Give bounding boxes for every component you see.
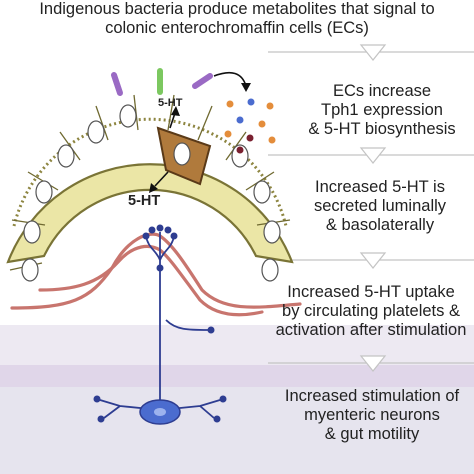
down-arrow-icon [359, 147, 387, 164]
ec-nucleus [173, 142, 191, 166]
serotonin-basolateral-label: 5-HT [128, 193, 161, 209]
curved-arrow-icon [213, 71, 247, 87]
nucleus [21, 258, 39, 282]
myenteric-layer [0, 387, 474, 474]
nucleus [119, 104, 137, 128]
arrowhead-icon [241, 83, 251, 92]
bacteria [111, 68, 213, 96]
nucleus [263, 220, 281, 244]
nucleus [231, 144, 249, 168]
bacterium [192, 73, 213, 89]
metabolites [224, 98, 276, 154]
nerve-endings [93, 326, 227, 423]
nucleus [23, 220, 41, 244]
serotonin-luminal-label: 5-HT [158, 97, 183, 109]
arrowhead-icon [171, 106, 180, 116]
basolateral-secretion-arrow [154, 171, 169, 187]
nucleus [87, 120, 105, 144]
down-arrow-icon [359, 44, 387, 61]
down-arrow-icon [359, 252, 387, 269]
circular-muscle-layer [0, 365, 474, 387]
luminal-secretion-arrow [169, 112, 176, 129]
step-platelet-uptake: Increased 5-HT uptake by circulating pla… [275, 283, 467, 339]
nucleus [35, 180, 53, 204]
intestinal-epithelium [6, 94, 294, 282]
neuron-nucleus [154, 408, 166, 416]
bacterium [111, 72, 123, 96]
down-arrow-icon [359, 355, 387, 372]
platelets [142, 224, 178, 272]
nucleus [261, 258, 279, 282]
nucleus [57, 144, 75, 168]
step-secretion: Increased 5-HT is secreted luminally & b… [313, 178, 447, 234]
nucleus [253, 180, 271, 204]
arrowhead-icon [149, 183, 158, 193]
separator-arrows [268, 44, 474, 372]
step-neuron-stimulation: Increased stimulation of myenteric neuro… [284, 387, 460, 443]
step-ec-biosynthesis: ECs increase Tph1 expression & 5-HT bios… [308, 82, 456, 138]
header-text: Indigenous bacteria produce metabolites … [39, 0, 435, 37]
submucosa-layer [0, 325, 474, 365]
